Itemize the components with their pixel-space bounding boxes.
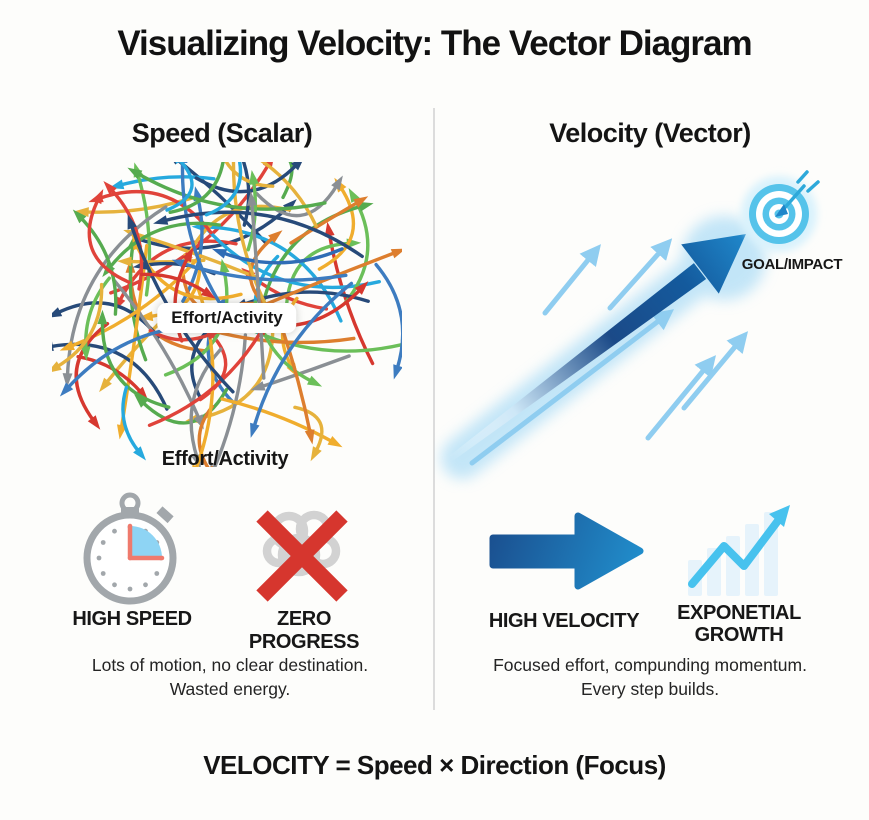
effort-activity-label: Effort/Activity (161, 448, 289, 470)
page-title: Visualizing Velocity: The Vector Diagram (117, 24, 752, 63)
exponential-growth-label: EXPONETIAL GROWTH (677, 602, 801, 646)
effort-activity-pill: Effort/Activity (157, 303, 297, 333)
velocity-vector-graphic (441, 170, 820, 479)
formula-text: VELOCITY = Speed × Direction (Focus) (203, 750, 666, 780)
stopwatch-icon (83, 492, 177, 605)
high-velocity-label: HIGH VELOCITY (488, 610, 640, 632)
high-speed-label: HIGH SPEED (72, 608, 192, 630)
goal-impact-label: GOAL/IMPACT (741, 256, 843, 273)
stopwatch-wedge (130, 526, 162, 558)
right-column-heading: Velocity (Vector) (549, 118, 751, 148)
main-arrow-shaft (447, 263, 707, 463)
left-caption: Lots of motion, no clear destination. Wa… (91, 655, 369, 700)
right-arrow-icon (489, 512, 644, 590)
red-x-icon (256, 510, 348, 602)
motion-line-arrows (469, 238, 749, 466)
left-column-heading: Speed (Scalar) (131, 118, 313, 148)
zero-progress-label: ZERO PROGRESS (248, 608, 360, 653)
target-icon (741, 170, 820, 252)
right-caption: Focused effort, compunding momentum. Eve… (493, 655, 807, 700)
growth-chart-icon (688, 505, 790, 596)
main-arrow-head (681, 234, 746, 294)
tangled-knot-x-icon (256, 510, 348, 602)
column-divider (433, 108, 435, 710)
